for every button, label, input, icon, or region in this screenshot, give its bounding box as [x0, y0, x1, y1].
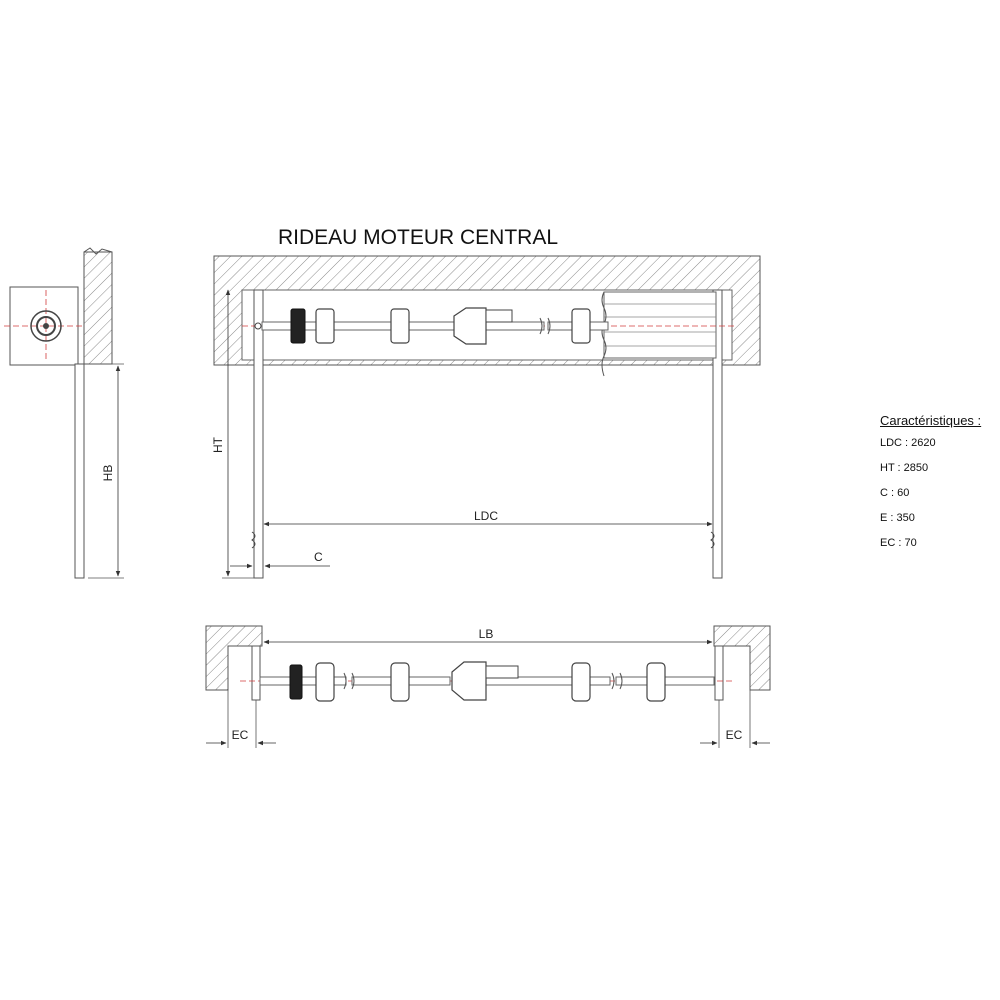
- top-motor-head: [451, 661, 487, 701]
- spec-e: E : 350: [880, 512, 915, 524]
- front-view: HT LDC C: [211, 255, 761, 579]
- side-bearing-outer: [30, 310, 62, 342]
- rail-break-right: [710, 531, 715, 549]
- top-rail-left: [251, 645, 261, 701]
- front-pulley-2: [390, 308, 410, 344]
- hb-label: HB: [101, 465, 115, 482]
- ht-label: HT: [211, 436, 225, 453]
- ec-left-label: EC: [232, 728, 249, 742]
- front-rail-right: [712, 289, 723, 579]
- front-shaft-break: [539, 317, 551, 335]
- specs-panel: Caractéristiques : LDC : 2620 HT : 2850 …: [880, 413, 998, 562]
- ec-right-label: EC: [726, 728, 743, 742]
- spec-ec: EC : 70: [880, 537, 917, 549]
- side-lintel: [83, 251, 113, 365]
- rail-break-left: [251, 531, 256, 549]
- lb-label: LB: [479, 627, 494, 641]
- top-sprocket-4: [646, 662, 666, 702]
- front-brake-disc: [290, 308, 306, 344]
- diagram-title: RIDEAU MOTEUR CENTRAL: [278, 226, 558, 249]
- top-motor-body: [485, 665, 519, 679]
- front-rail-left: [253, 289, 264, 579]
- front-motor-body: [485, 309, 513, 323]
- side-bearing-hub: [43, 323, 49, 329]
- top-view: LB EC EC: [205, 625, 771, 748]
- spec-ht: HT : 2850: [880, 462, 929, 474]
- front-end-plug: [254, 322, 262, 330]
- side-guide-rail: [74, 363, 85, 579]
- top-shaft-break-2: [611, 672, 623, 690]
- specs-title: Caractéristiques :: [880, 413, 982, 428]
- spec-ldc: LDC : 2620: [880, 437, 936, 449]
- front-pulley-3: [571, 308, 591, 344]
- front-motor-head: [453, 307, 487, 345]
- rolled-curtain: [601, 291, 717, 377]
- top-shaft-break-1: [343, 672, 355, 690]
- front-pulley-1: [315, 308, 335, 344]
- top-brake-disc: [289, 664, 303, 700]
- spec-c: C : 60: [880, 487, 910, 499]
- top-sprocket-1: [315, 662, 335, 702]
- top-wall-left: [205, 625, 263, 691]
- side-bearing-inner: [36, 316, 56, 336]
- top-sprocket-2: [390, 662, 410, 702]
- side-view: HB: [4, 247, 124, 579]
- top-rail-right: [714, 645, 724, 701]
- top-sprocket-3: [571, 662, 591, 702]
- side-break-line: [83, 247, 113, 255]
- c-label: C: [314, 550, 323, 564]
- ldc-label: LDC: [474, 509, 498, 523]
